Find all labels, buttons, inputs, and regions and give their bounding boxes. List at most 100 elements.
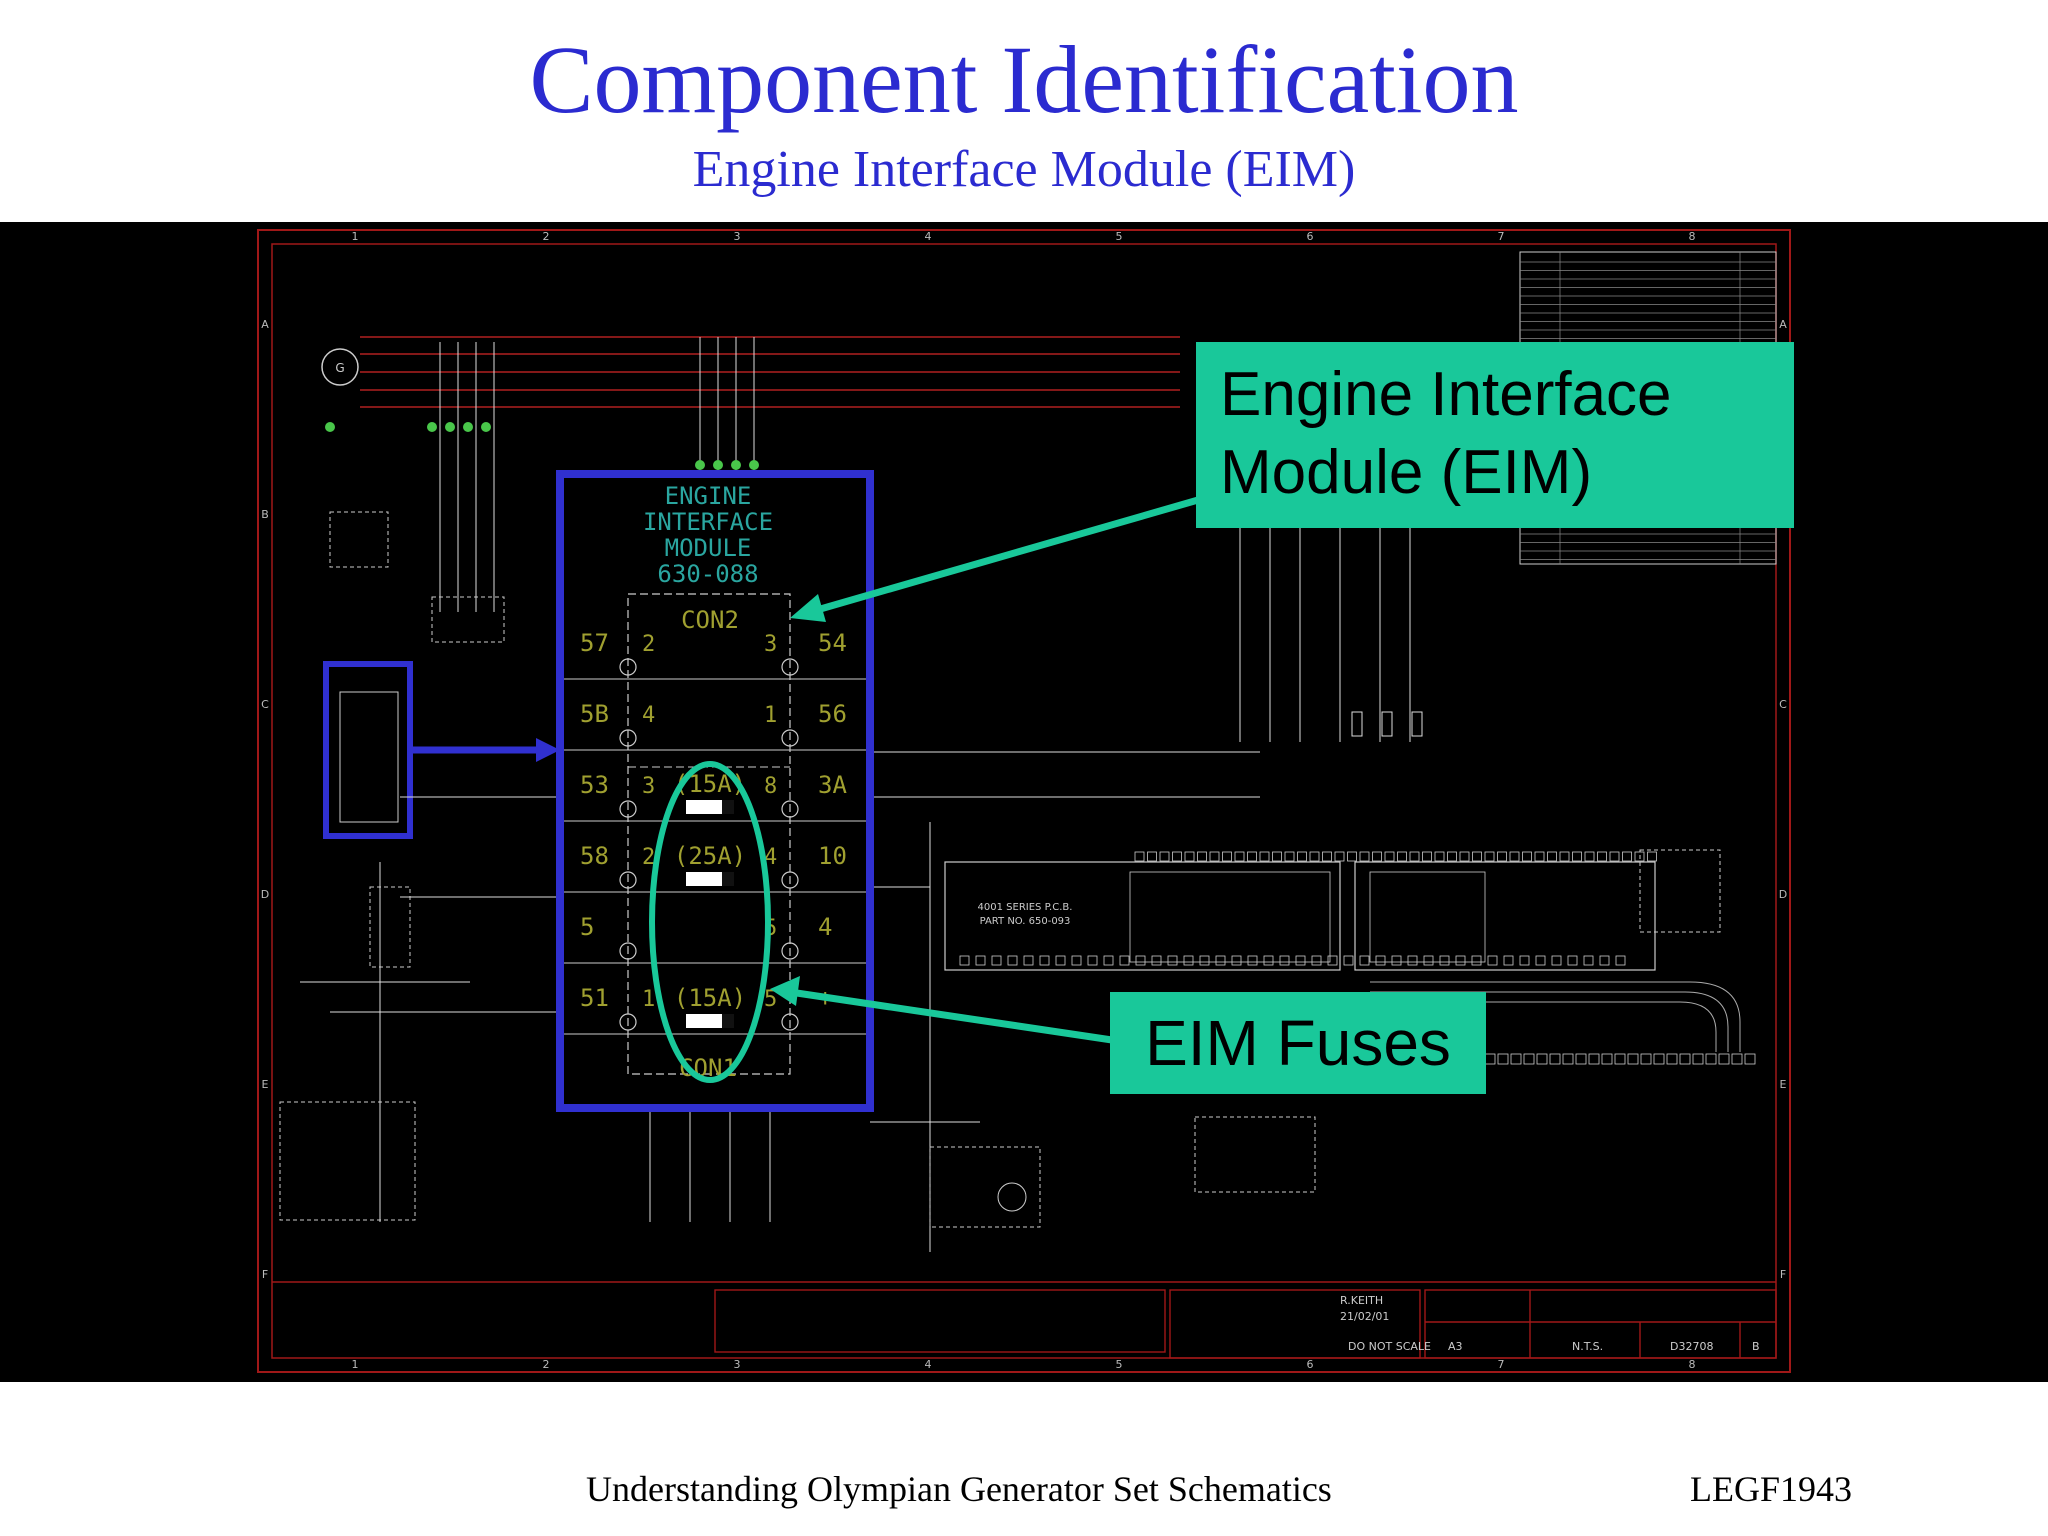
ribbon-cable xyxy=(1370,981,1741,1052)
grid-row-label: D xyxy=(261,888,269,901)
callout-eim-line2: Module (EIM) xyxy=(1220,438,1593,507)
title-block-scale: N.T.S. xyxy=(1572,1340,1603,1353)
module-wires xyxy=(300,751,1260,1252)
eim-pin-inner-right: 5 xyxy=(764,987,777,1012)
grid-column-label: 2 xyxy=(543,1358,550,1371)
grid-column-label: 1 xyxy=(352,230,359,243)
eim-pin-inner-right: 3 xyxy=(764,632,777,657)
grid-row-label: D xyxy=(1779,888,1787,901)
grid-column-label: 4 xyxy=(925,230,932,243)
grid-column-label: 2 xyxy=(543,230,550,243)
grid-column-label: 6 xyxy=(1307,230,1314,243)
eim-pin-right-label: 10 xyxy=(818,842,847,870)
eim-pin-right-terminal xyxy=(781,1013,799,1031)
eim-pin-left-terminal xyxy=(619,729,637,747)
eim-pin-inner-left: 2 xyxy=(642,845,655,870)
eim-fuses-highlight xyxy=(649,761,771,1083)
callout-eim-fuses: EIM Fuses xyxy=(1110,992,1486,1094)
eim-fuse-end xyxy=(722,872,734,886)
grid-row-label: B xyxy=(261,508,269,521)
callout-arrows xyxy=(770,496,1199,1044)
eim-pin-right-terminal xyxy=(781,729,799,747)
grid-column-label: 5 xyxy=(1116,1358,1123,1371)
eim-pin-inner-right: 1 xyxy=(764,703,777,728)
eim-fuse-rating: (25A) xyxy=(674,842,746,870)
terminal-markers xyxy=(325,422,759,470)
generator-symbol xyxy=(321,348,359,386)
eim-pin-right-label: 3A xyxy=(818,771,847,799)
grid-row-label: F xyxy=(1780,1268,1786,1281)
title-block-drawing-no: D32708 xyxy=(1670,1340,1713,1353)
eim-pin-right-label: 56 xyxy=(818,700,847,728)
grid-column-label: 8 xyxy=(1689,1358,1696,1371)
title-block-size: A3 xyxy=(1448,1340,1463,1353)
grid-row-label: A xyxy=(1779,318,1787,331)
eim-pin-inner-left: 2 xyxy=(642,632,655,657)
footer-course-title: Understanding Olympian Generator Set Sch… xyxy=(586,1469,1332,1509)
eim-title-line1: ENGINE xyxy=(665,482,752,510)
grid-column-label: 4 xyxy=(925,1358,932,1371)
eim-pin-inner-left: 1 xyxy=(642,987,655,1012)
con2-label: CON2 xyxy=(681,606,739,634)
drawing-frame xyxy=(257,229,1791,1373)
grid-row-label: C xyxy=(261,698,269,711)
grid-column-label: 7 xyxy=(1498,230,1505,243)
eim-pin-left-terminal xyxy=(619,871,637,889)
grid-column-label: 3 xyxy=(734,230,741,243)
eim-pin-inner-left: 3 xyxy=(642,774,655,799)
grid-row-label: E xyxy=(1780,1078,1787,1091)
eim-fuse-end xyxy=(722,1014,734,1028)
eim-pin-left-label: 57 xyxy=(580,629,609,657)
eim-title-line3: MODULE xyxy=(665,534,752,562)
eim-pin-right-terminal xyxy=(781,871,799,889)
eim-fuse-end xyxy=(722,800,734,814)
title-block-drawn-by: R.KEITH xyxy=(1340,1294,1383,1307)
lower-components xyxy=(929,849,1721,1228)
eim-pin-left-label: 5B xyxy=(580,700,609,728)
eim-pin-right-label: 4 xyxy=(818,913,832,941)
eim-title-line2: INTERFACE xyxy=(643,508,773,536)
grid-row-label: E xyxy=(262,1078,269,1091)
grid-column-label: 7 xyxy=(1498,1358,1505,1371)
left-component-boxes xyxy=(279,511,505,1221)
footer-code: LEGF1943 xyxy=(1690,1469,1852,1509)
grid-column-label: 3 xyxy=(734,1358,741,1371)
grid-row-label: A xyxy=(261,318,269,331)
main-feed-lines xyxy=(360,336,1180,408)
callout-engine-interface-module: Engine Interface Module (EIM) xyxy=(1196,342,1794,528)
grid-column-label: 5 xyxy=(1116,230,1123,243)
pcb-4001-block: 4001 SERIES P.C.B. PART NO. 650-093 xyxy=(944,851,1657,971)
eim-pin-right-terminal xyxy=(781,658,799,676)
title-block-date: 21/02/01 xyxy=(1340,1310,1389,1323)
eim-module-enlarged: ENGINE INTERFACE MODULE 630-088 CON2 CON… xyxy=(556,470,874,1112)
title-block xyxy=(272,1281,1777,1359)
eim-pin-right-terminal xyxy=(781,942,799,960)
eim-pin-right-terminal xyxy=(781,800,799,818)
pcb-part-label: PART NO. 650-093 xyxy=(980,916,1071,927)
eim-pin-left-terminal xyxy=(619,658,637,676)
eim-pin-right-label: 54 xyxy=(818,629,847,657)
eim-fuse-rating: (15A) xyxy=(674,984,746,1012)
grid-column-label: 1 xyxy=(352,1358,359,1371)
callout-eim-line1: Engine Interface xyxy=(1220,360,1672,429)
eim-small-highlight xyxy=(323,661,413,839)
eim-part-number: 630-088 xyxy=(657,560,758,588)
eim-pin-inner-right: 4 xyxy=(764,845,777,870)
eim-pin-left-label: 51 xyxy=(580,984,609,1012)
pcb-label: 4001 SERIES P.C.B. xyxy=(978,902,1073,913)
grid-column-labels: 1 1 2 2 3 3 4 4 5 56 6 7 7 8 8 xyxy=(352,230,1696,1371)
eim-pin-inner-right: 8 xyxy=(764,774,777,799)
grid-row-label: C xyxy=(1779,698,1787,711)
eim-pin-left-label: 58 xyxy=(580,842,609,870)
eim-pin-inner-left: 4 xyxy=(642,703,655,728)
vertical-feed-wires xyxy=(439,337,755,612)
grid-row-label: F xyxy=(262,1268,268,1281)
eim-pin-left-terminal xyxy=(619,1013,637,1031)
eim-pin-left-label: 53 xyxy=(580,771,609,799)
grid-column-label: 8 xyxy=(1689,230,1696,243)
title-block-do-not-scale: DO NOT SCALE xyxy=(1348,1340,1431,1353)
svg-text:G: G xyxy=(335,361,344,375)
title-block-issue: B xyxy=(1752,1340,1760,1353)
slide-title: Component Identification xyxy=(529,26,1519,133)
eim-pin-left-label: 5 xyxy=(580,913,594,941)
